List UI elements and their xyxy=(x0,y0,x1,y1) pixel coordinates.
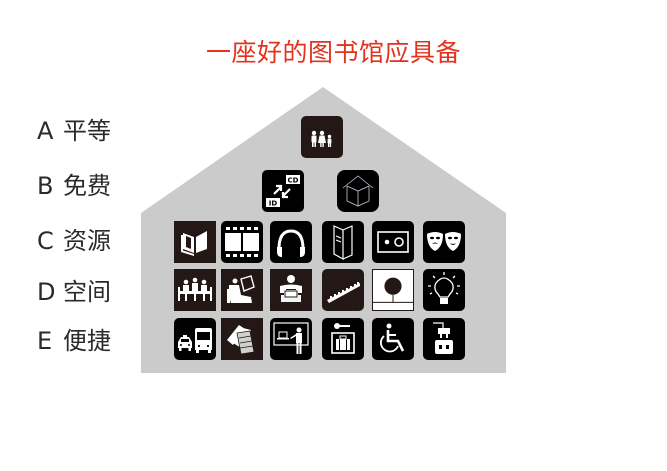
label-letter: C xyxy=(37,227,54,255)
locker-key-icon xyxy=(322,318,364,360)
light-bulb-icon xyxy=(423,269,465,311)
auditorium-seats-icon xyxy=(322,269,364,311)
wheelchair-accessible-icon xyxy=(372,318,414,360)
presentation-board-icon xyxy=(270,318,312,360)
film-strip-icon xyxy=(221,221,263,263)
open-book-house-icon xyxy=(337,170,379,212)
projector-icon xyxy=(372,221,414,263)
svg-text:ID: ID xyxy=(269,199,278,207)
label-text: 资源 xyxy=(63,227,111,255)
reader-icon xyxy=(270,269,312,311)
label-text: 平等 xyxy=(63,117,111,145)
group-meeting-icon xyxy=(174,269,216,311)
label-text: 便捷 xyxy=(63,327,111,355)
cards-icon xyxy=(221,318,263,360)
open-book-icon xyxy=(174,221,216,263)
label-text: 免费 xyxy=(63,172,111,200)
tree-garden-icon xyxy=(372,269,414,311)
label-text: 空间 xyxy=(63,278,111,306)
id-cd-exchange-icon: CD ID xyxy=(262,170,304,212)
family-icon xyxy=(301,116,343,158)
folded-brochure-icon xyxy=(322,221,364,263)
taxi-bus-icon xyxy=(174,318,216,360)
label-letter: B xyxy=(37,172,54,200)
reading-chair-icon xyxy=(221,269,263,311)
label-a: A 平等 xyxy=(37,116,111,146)
headphones-icon xyxy=(270,221,312,263)
label-letter: D xyxy=(37,278,56,306)
label-b: B 免费 xyxy=(37,171,111,201)
label-e: E 便捷 xyxy=(37,326,111,356)
label-letter: E xyxy=(37,327,53,355)
label-letter: A xyxy=(37,117,54,145)
diagram-title: 一座好的图书馆应具备 xyxy=(205,38,461,67)
theater-masks-icon xyxy=(423,221,465,263)
svg-text:CD: CD xyxy=(288,176,299,184)
power-plug-outlet-icon xyxy=(423,318,465,360)
label-c: C 资源 xyxy=(37,226,111,256)
